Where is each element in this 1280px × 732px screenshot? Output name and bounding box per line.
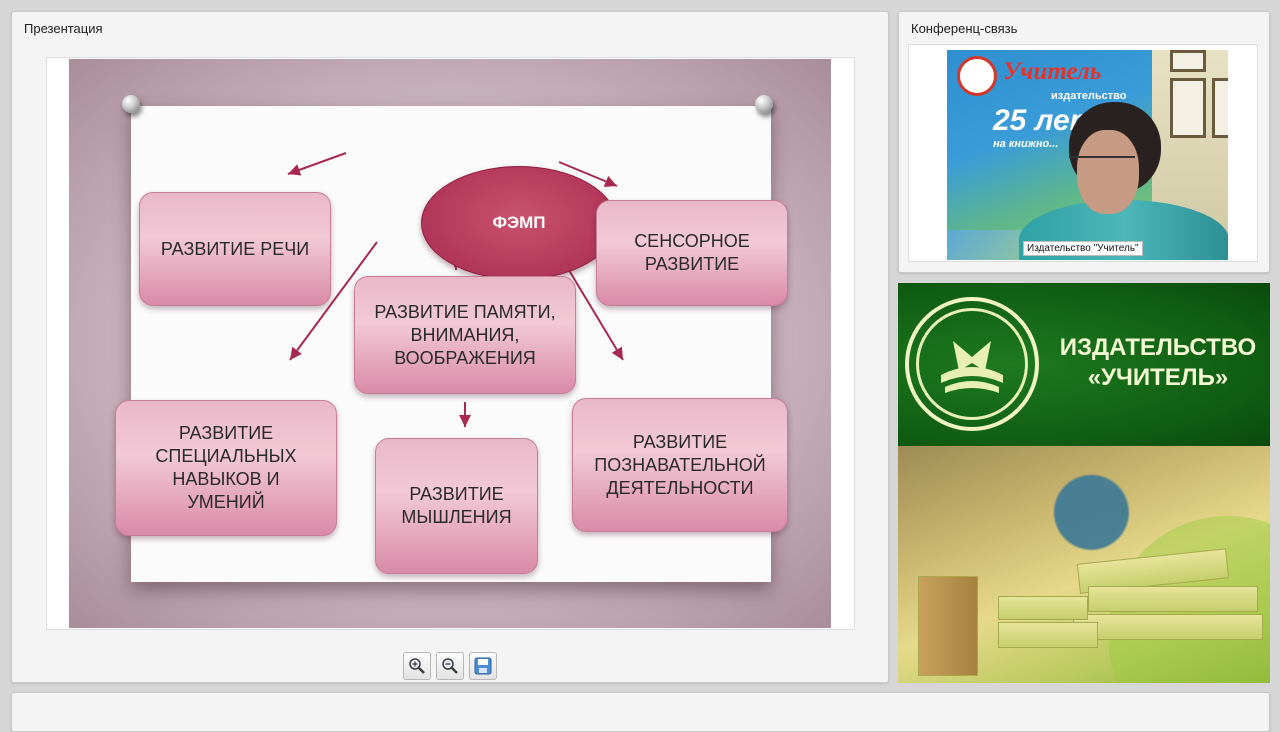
presentation-panel: Презентация ФЭМП РА xyxy=(11,11,889,683)
wall-frame xyxy=(1212,78,1228,138)
zoom-out-button[interactable] xyxy=(436,652,464,680)
books-globe-photo xyxy=(898,446,1270,683)
poster-subtitle: издательство xyxy=(1051,90,1127,102)
bottom-panel xyxy=(11,692,1270,732)
poster-logo-icon xyxy=(957,56,997,96)
box-cognitive-development: РАЗВИТИЕ ПОЗНАВАТЕЛЬНОЙ ДЕЯТЕЛЬНОСТИ xyxy=(572,398,788,532)
video-window[interactable]: Учитель издательство 25 лет на книжно...… xyxy=(908,44,1258,262)
banner-header: ИЗДАТЕЛЬСТВО «УЧИТЕЛЬ» xyxy=(898,283,1270,446)
pin-left xyxy=(122,95,140,113)
speaker-face xyxy=(1077,130,1139,214)
publisher-name-line1: ИЗДАТЕЛЬСТВО xyxy=(1059,334,1257,361)
box-sensory-development: СЕНСОРНОЕ РАЗВИТИЕ xyxy=(596,200,788,306)
poster-line: на книжно... xyxy=(993,138,1059,150)
participant-label: Издательство "Учитель" xyxy=(1023,241,1143,256)
presentation-panel-title: Презентация xyxy=(24,21,103,36)
poster-title: Учитель xyxy=(1003,58,1102,85)
center-node-femp: ФЭМП xyxy=(421,166,617,280)
zoom-in-button[interactable] xyxy=(403,652,431,680)
box-thinking-development: РАЗВИТИЕ МЫШЛЕНИЯ xyxy=(375,438,538,574)
publisher-name: ИЗДАТЕЛЬСТВО «УЧИТЕЛЬ» xyxy=(1058,333,1258,393)
arrow-to-speech xyxy=(287,152,347,176)
video-feed: Учитель издательство 25 лет на книжно...… xyxy=(947,50,1228,260)
book xyxy=(1073,614,1263,640)
speaker-glasses xyxy=(1069,156,1135,168)
wall-frame xyxy=(1170,50,1206,72)
save-icon xyxy=(474,657,492,675)
box-memory-development: РАЗВИТИЕ ПАМЯТИ, ВНИМАНИЯ, ВООБРАЖЕНИЯ xyxy=(354,276,576,394)
slide-board: ФЭМП РАЗВИТИЕ РЕЧИ СЕНСОРНОЕ РАЗВИТИЕ РА… xyxy=(115,106,788,582)
slide-viewer[interactable]: ФЭМП РАЗВИТИЕ РЕЧИ СЕНСОРНОЕ РАЗВИТИЕ РА… xyxy=(46,57,855,630)
box-skills-development: РАЗВИТИЕ СПЕЦИАЛЬНЫХ НАВЫКОВ И УМЕНИЙ xyxy=(115,400,337,536)
book xyxy=(998,622,1098,648)
pin-right xyxy=(755,95,773,113)
save-button[interactable] xyxy=(469,652,497,680)
wall-frame xyxy=(1170,78,1206,138)
slide: ФЭМП РАЗВИТИЕ РЕЧИ СЕНСОРНОЕ РАЗВИТИЕ РА… xyxy=(69,59,831,628)
conference-panel: Конференц-связь Учитель издательство 25 … xyxy=(898,11,1270,273)
book-stack xyxy=(918,576,978,676)
publisher-logo-icon xyxy=(905,297,1039,431)
book xyxy=(1088,586,1258,612)
box-speech-development: РАЗВИТИЕ РЕЧИ xyxy=(139,192,331,306)
publisher-name-line2: «УЧИТЕЛЬ» xyxy=(1087,364,1229,391)
publisher-banner: ИЗДАТЕЛЬСТВО «УЧИТЕЛЬ» xyxy=(898,283,1270,683)
zoom-in-icon xyxy=(409,658,425,674)
zoom-out-icon xyxy=(442,658,458,674)
conference-panel-title: Конференц-связь xyxy=(911,21,1018,36)
book xyxy=(998,596,1088,620)
arrow-to-skills xyxy=(289,241,378,361)
arrow-to-sensory xyxy=(558,161,618,187)
